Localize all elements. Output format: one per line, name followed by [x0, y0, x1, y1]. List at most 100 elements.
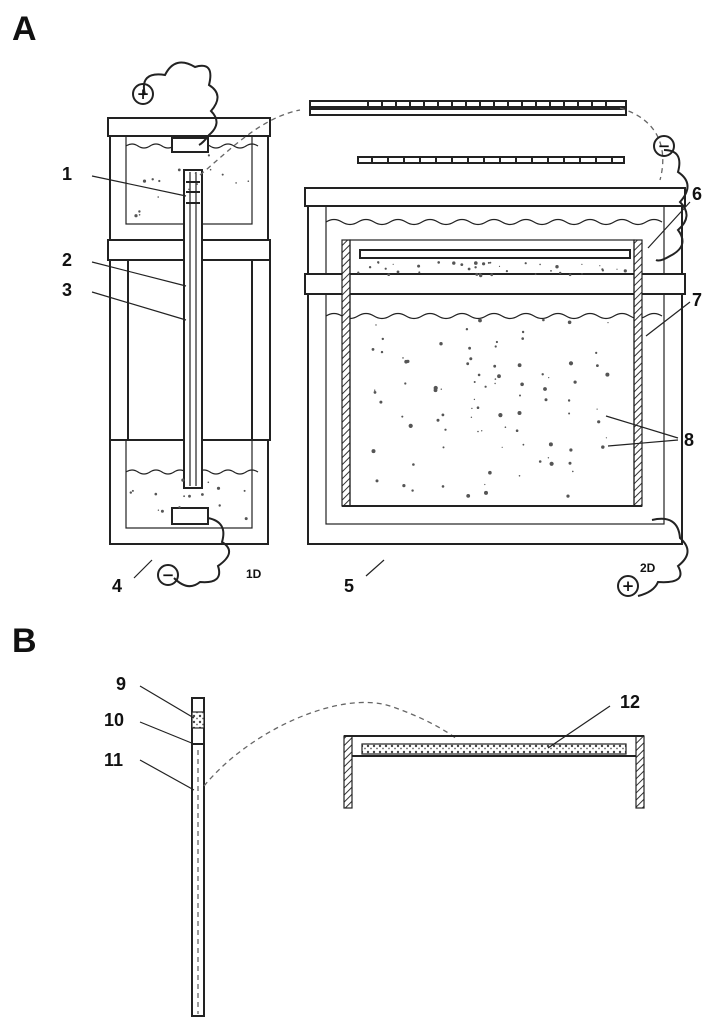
particle-dot [460, 263, 464, 266]
particle-dot [142, 179, 147, 183]
particle-dot [477, 373, 481, 377]
particle-dot [194, 172, 197, 174]
callout-5: 5 [344, 576, 354, 596]
callout-6: 6 [692, 184, 702, 204]
particle-dot [515, 429, 519, 433]
leader-9 [139, 685, 195, 719]
particle-dot [605, 372, 610, 377]
particle-dot [439, 342, 443, 346]
minus-terminal [157, 564, 179, 586]
particle-dot [138, 210, 141, 213]
spacer-right [633, 239, 643, 507]
particle-dot [138, 214, 141, 216]
particle-dot [207, 154, 210, 157]
particle-dot [482, 262, 486, 266]
particle-dot [547, 457, 550, 459]
particle-dot [474, 261, 478, 265]
particle-dot [566, 494, 570, 498]
callout-4: 4 [112, 576, 122, 596]
particle-dot [412, 463, 415, 466]
particle-dot [151, 178, 154, 181]
particle-dot [624, 270, 627, 273]
transfer-arrow-1 [199, 109, 301, 176]
leader-12 [547, 705, 611, 749]
particle-dot [568, 361, 574, 366]
panel-label-a: A [12, 10, 37, 48]
strip-bands [367, 101, 613, 163]
slab-top-cap [304, 187, 686, 207]
particle-dot [568, 273, 572, 277]
particle-dot [548, 442, 553, 447]
particle-dot [478, 318, 482, 323]
particle-dot [595, 351, 598, 354]
particle-dot [387, 273, 391, 276]
particle-dot [542, 318, 545, 322]
callout-12: 12 [620, 692, 640, 712]
particle-dot [473, 398, 476, 401]
particle-dot [497, 374, 501, 379]
strip-lower [357, 156, 625, 164]
particle-dot [498, 413, 503, 418]
particle-dot [160, 509, 164, 513]
particle-dot [581, 273, 583, 275]
particle-dot [505, 270, 508, 273]
particle-dot [417, 264, 421, 268]
particle-dot [177, 168, 181, 172]
particle-dot [441, 413, 445, 417]
particle-dot [418, 271, 421, 274]
particle-dot [466, 362, 470, 366]
particle-dot [218, 504, 221, 507]
particle-dot [216, 486, 221, 490]
tube-gel-b [191, 697, 205, 1017]
leader-10 [139, 721, 195, 745]
tube-b-band-9 [191, 711, 205, 729]
plus-terminal-2d [617, 575, 639, 597]
particle-dot [444, 428, 447, 431]
particle-dot [470, 416, 473, 418]
particle-dot [178, 506, 181, 509]
particle-dot [373, 391, 377, 394]
particle-dot [466, 494, 471, 498]
particle-dot [495, 340, 498, 344]
particle-dot [501, 446, 503, 448]
particle-dot [207, 481, 210, 484]
particle-dot [475, 272, 479, 276]
particle-dot [548, 377, 550, 379]
particle-dot [468, 346, 471, 350]
particle-dot [607, 322, 609, 324]
particle-dot [473, 381, 476, 383]
particle-dot [436, 418, 440, 422]
wire-2d-bottom [637, 517, 689, 597]
upper-electrode [171, 137, 209, 153]
particle-dot [494, 382, 496, 385]
strip-top-long [309, 100, 627, 108]
gel-tube [183, 169, 203, 489]
particle-dot [384, 267, 387, 270]
slab-upper-surface [325, 218, 663, 226]
top-cap [107, 117, 271, 137]
particle-dot [196, 183, 198, 185]
particle-dot [381, 337, 384, 341]
particle-dot [433, 385, 438, 391]
particle-dot [597, 420, 601, 424]
particle-dot [596, 408, 598, 410]
particle-dot [404, 382, 407, 385]
particle-dot [408, 423, 413, 428]
buffer-particles-1d [129, 154, 250, 521]
particle-dot [476, 406, 480, 410]
particle-dot [157, 196, 159, 198]
slab-lower-reservoir [307, 293, 683, 545]
particle-dot [371, 348, 375, 351]
particle-dot [158, 179, 161, 183]
slab-divider [304, 273, 686, 295]
particle-dot [490, 273, 494, 277]
leader-3 [91, 291, 187, 321]
particle-dot [493, 364, 497, 368]
particle-dot [543, 387, 547, 391]
callout-2: 2 [62, 250, 72, 270]
particle-dot [392, 263, 394, 265]
particle-dot [504, 426, 507, 429]
particle-dot [154, 492, 158, 496]
slab-b [343, 735, 645, 809]
